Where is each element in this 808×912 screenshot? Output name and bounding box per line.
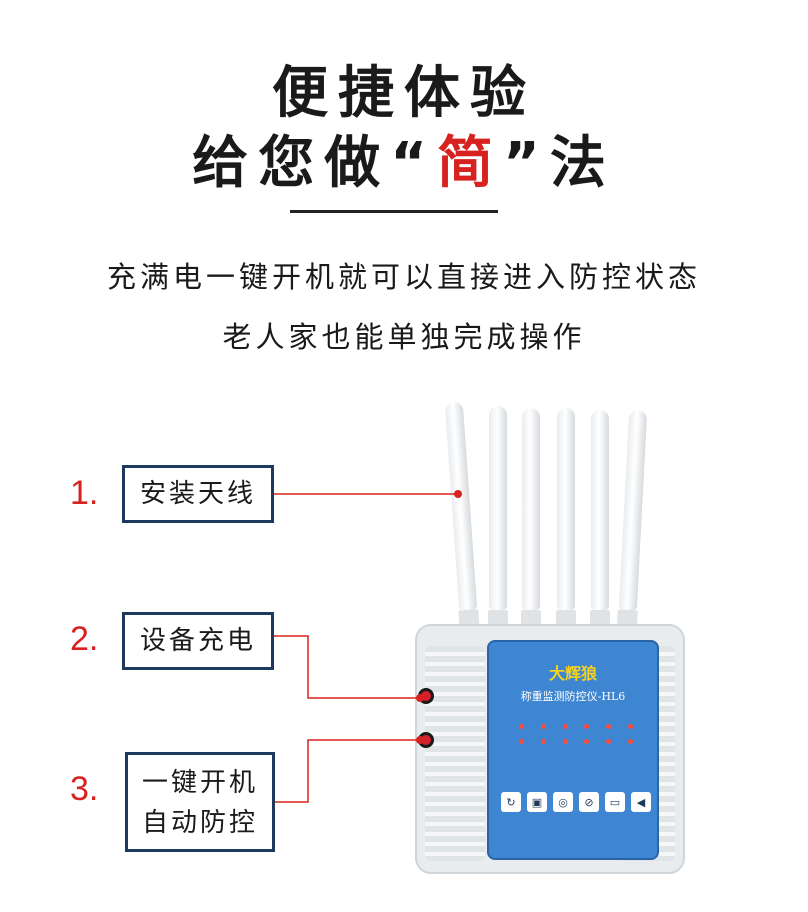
subtitle-line1: 充满电一键开机就可以直接进入防控状态: [106, 260, 701, 294]
step-number-1: 1.: [70, 474, 99, 512]
step-label-install-antenna: 安装天线: [122, 465, 274, 523]
led-indicator: [562, 724, 568, 729]
title-prefix: 给您做: [192, 131, 391, 196]
led-indicator: [562, 739, 568, 744]
title-highlight: 简: [437, 131, 503, 196]
title-divider: [290, 210, 498, 213]
connector-dot-charge: [416, 694, 424, 702]
device-body: 大辉狼 称重监测防控仪-HL6 ↻ ▣ ◎ ⊘ ▭ ◀: [415, 624, 685, 874]
step-label-charge-device: 设备充电: [122, 612, 274, 670]
led-indicator: [540, 724, 546, 729]
led-indicator: [584, 739, 590, 744]
step-label-power-on: 一键开机 自动防控: [125, 752, 275, 852]
connector-line-3: [275, 739, 420, 803]
led-indicator: [605, 739, 611, 744]
title-close-quote: ”: [503, 131, 550, 196]
antenna-2: [590, 410, 610, 628]
led-indicator: [627, 724, 633, 729]
title-open-quote: “: [390, 131, 437, 196]
block-key-icon: ⊘: [579, 792, 599, 812]
led-indicator: [519, 724, 525, 729]
device-vent-left: [425, 646, 485, 861]
mute-key-icon: ◀: [631, 792, 651, 812]
device-model: 称重监测防控仪-HL6: [520, 690, 626, 703]
led-indicator: [627, 739, 633, 744]
page-title-line1: 便捷体验: [272, 61, 536, 126]
step-number-2: 2.: [70, 620, 99, 658]
page-title-line2: 给您做“简”法: [0, 118, 808, 199]
device-keypad: ↻ ▣ ◎ ⊘ ▭ ◀: [501, 792, 651, 812]
lock-key-icon: ▣: [527, 792, 547, 812]
led-indicator: [519, 739, 525, 744]
connector-dot-power: [416, 736, 424, 744]
title-suffix: 法: [549, 131, 616, 196]
device-led-grid: [511, 724, 641, 744]
step-number-3: 3.: [70, 770, 99, 808]
antenna-4: [521, 408, 541, 628]
connector-line-2: [274, 635, 420, 699]
signal-key-icon: ◎: [553, 792, 573, 812]
step-label-power-on-line2: 自动防控: [141, 808, 258, 838]
step-label-power-on-line1: 一键开机: [141, 768, 258, 798]
record-key-icon: ▭: [605, 792, 625, 812]
led-indicator: [540, 739, 546, 744]
connector-dot-antenna: [454, 490, 462, 498]
antenna-3: [556, 408, 576, 628]
led-indicator: [605, 724, 611, 729]
subtitle-line2: 老人家也能单独完成操作: [222, 320, 586, 354]
led-indicator: [584, 724, 590, 729]
antenna-5: [488, 406, 508, 628]
device-brand-logo: 大辉狼: [548, 664, 597, 683]
reset-key-icon: ↻: [501, 792, 521, 812]
device-panel: 大辉狼 称重监测防控仪-HL6 ↻ ▣ ◎ ⊘ ▭ ◀: [487, 640, 659, 860]
